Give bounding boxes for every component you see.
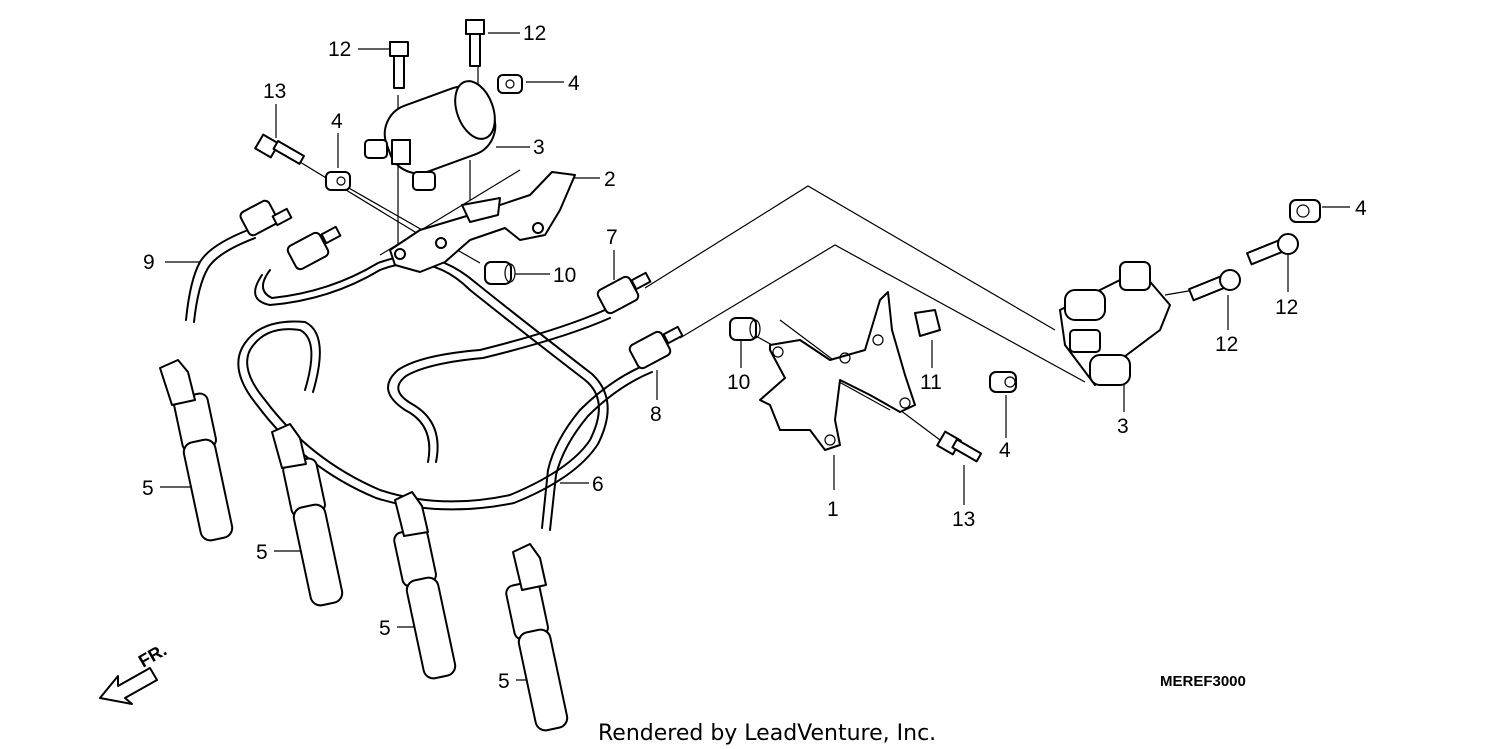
callout-5: 5 xyxy=(379,617,391,640)
center-bracket xyxy=(759,291,916,451)
callout-12: 12 xyxy=(1275,296,1298,319)
callout-3: 3 xyxy=(533,136,545,159)
callout-labels: 12 12 4 13 4 3 2 9 10 7 8 10 11 1 13 4 3… xyxy=(142,22,1367,693)
lead-connectors xyxy=(239,199,684,370)
high-tension-leads xyxy=(185,229,653,531)
callout-2: 2 xyxy=(604,168,616,191)
ignition-coil-right xyxy=(1059,261,1171,386)
callout-4: 4 xyxy=(1355,197,1367,220)
callout-4: 4 xyxy=(331,110,343,133)
callout-4: 4 xyxy=(999,439,1011,462)
spark-plug-cap-3 xyxy=(393,491,457,680)
callout-5: 5 xyxy=(142,477,154,500)
diagram-code: MEREF3000 xyxy=(1160,673,1246,690)
fasteners xyxy=(254,19,1321,463)
callout-6: 6 xyxy=(592,473,604,496)
spark-plug-cap-2 xyxy=(271,423,344,607)
callout-3: 3 xyxy=(1117,415,1129,438)
front-arrow-icon: FR. xyxy=(99,640,170,705)
callout-8: 8 xyxy=(650,403,662,426)
callout-13: 13 xyxy=(952,508,975,531)
callout-11: 11 xyxy=(920,371,942,394)
coil-bracket xyxy=(389,171,576,273)
front-marker-label: FR. xyxy=(135,640,170,672)
callout-12: 12 xyxy=(523,22,546,45)
spark-plug-cap-4 xyxy=(505,543,569,732)
callout-13: 13 xyxy=(263,80,286,103)
callout-10: 10 xyxy=(553,264,576,287)
callout-10: 10 xyxy=(727,371,750,394)
callout-12: 12 xyxy=(1215,333,1238,356)
callout-9: 9 xyxy=(143,251,155,274)
callout-5: 5 xyxy=(498,670,510,693)
callout-7: 7 xyxy=(606,226,618,249)
spark-plug-cap-1 xyxy=(159,359,234,542)
rendered-by-credit: Rendered by LeadVenture, Inc. xyxy=(598,721,936,746)
callout-4: 4 xyxy=(568,72,580,95)
spark-plug-caps xyxy=(159,359,569,732)
callout-12: 12 xyxy=(328,38,351,61)
callout-1: 1 xyxy=(827,498,839,521)
callout-5: 5 xyxy=(256,541,268,564)
ignition-coil-left xyxy=(364,80,497,191)
